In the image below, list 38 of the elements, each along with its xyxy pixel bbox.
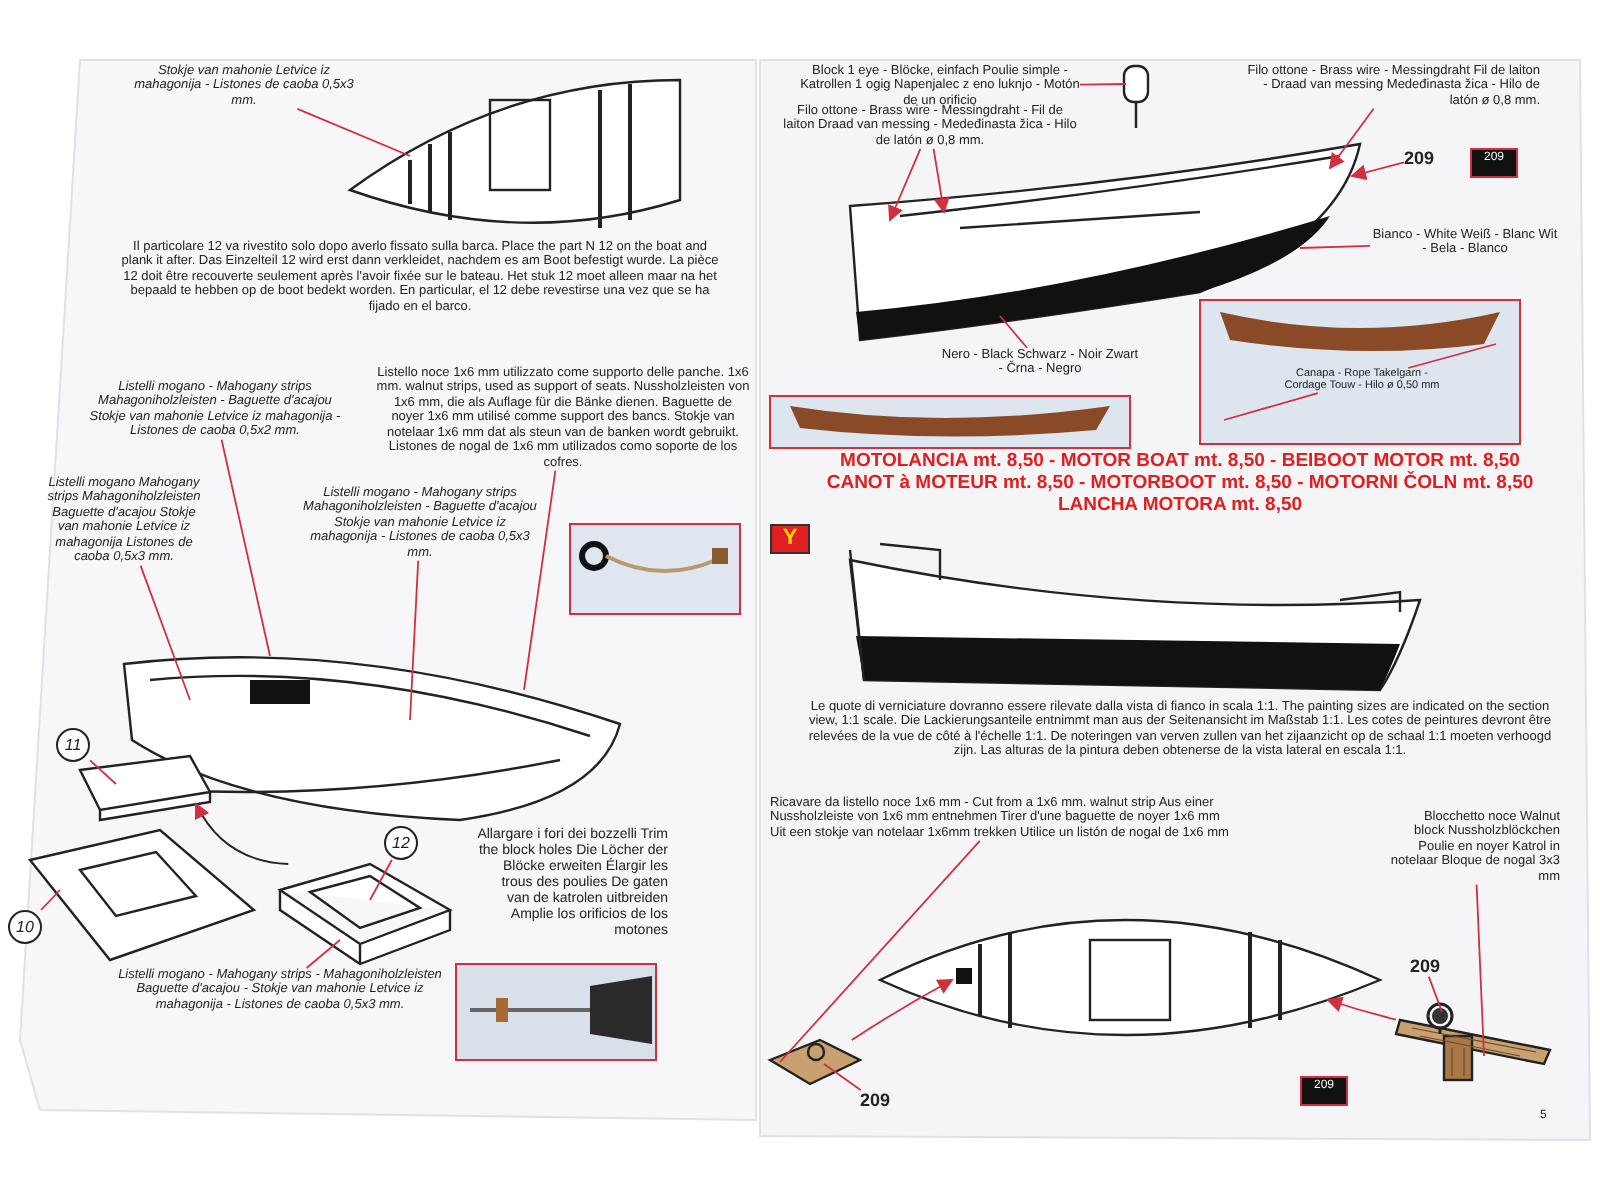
part-number: 209	[1410, 956, 1441, 977]
part-number: 209	[1404, 148, 1435, 169]
boat-plan-drawing	[878, 918, 1382, 1037]
leader-line	[1407, 343, 1497, 369]
leader-line	[1299, 244, 1371, 249]
arrow	[1326, 996, 1397, 1021]
leader-line	[89, 759, 117, 785]
section-title: MOTOLANCIA mt. 8,50 - MOTOR BOAT mt. 8,50 - BEIBOOT MOTOR mt. 8,50 CANOT à MOTEUR mt. 8,50 - MOTORBOOT mt. 8,50 - MOTORNI ČOLN mt. 8,50 LANCHA MOTORA mt. 8,50	[824, 452, 1536, 518]
leader-line	[369, 859, 393, 901]
leader-line	[779, 839, 981, 1063]
boat-hull-drawing	[122, 656, 622, 822]
arrow	[932, 147, 950, 214]
hatch-drawing	[278, 862, 453, 966]
arrow	[195, 802, 290, 865]
arrow	[1328, 107, 1375, 170]
leader-line	[305, 939, 341, 969]
grating-drawing	[78, 754, 212, 822]
section-tag: Y	[770, 524, 810, 554]
arrow	[888, 147, 922, 222]
arrow	[1350, 161, 1405, 181]
pulley-block-drawing	[1394, 1002, 1552, 1082]
leader-line	[40, 889, 61, 911]
hook-block-drawing	[767, 1038, 863, 1086]
arrow	[850, 979, 954, 1041]
leader-line	[409, 559, 420, 721]
part-number: 209	[860, 1090, 891, 1111]
leader-line	[523, 469, 557, 691]
leader-line	[1079, 83, 1127, 86]
leader-line	[999, 315, 1029, 349]
callout-number: 10	[8, 910, 42, 944]
leader-line	[1427, 975, 1443, 1013]
leader-line	[296, 107, 411, 157]
leader-line	[823, 1063, 862, 1091]
leader-line	[220, 438, 271, 657]
block-drawing	[1122, 64, 1150, 128]
leader-line	[139, 564, 191, 701]
leader-line	[1475, 883, 1485, 1057]
leader-line	[1223, 392, 1319, 421]
